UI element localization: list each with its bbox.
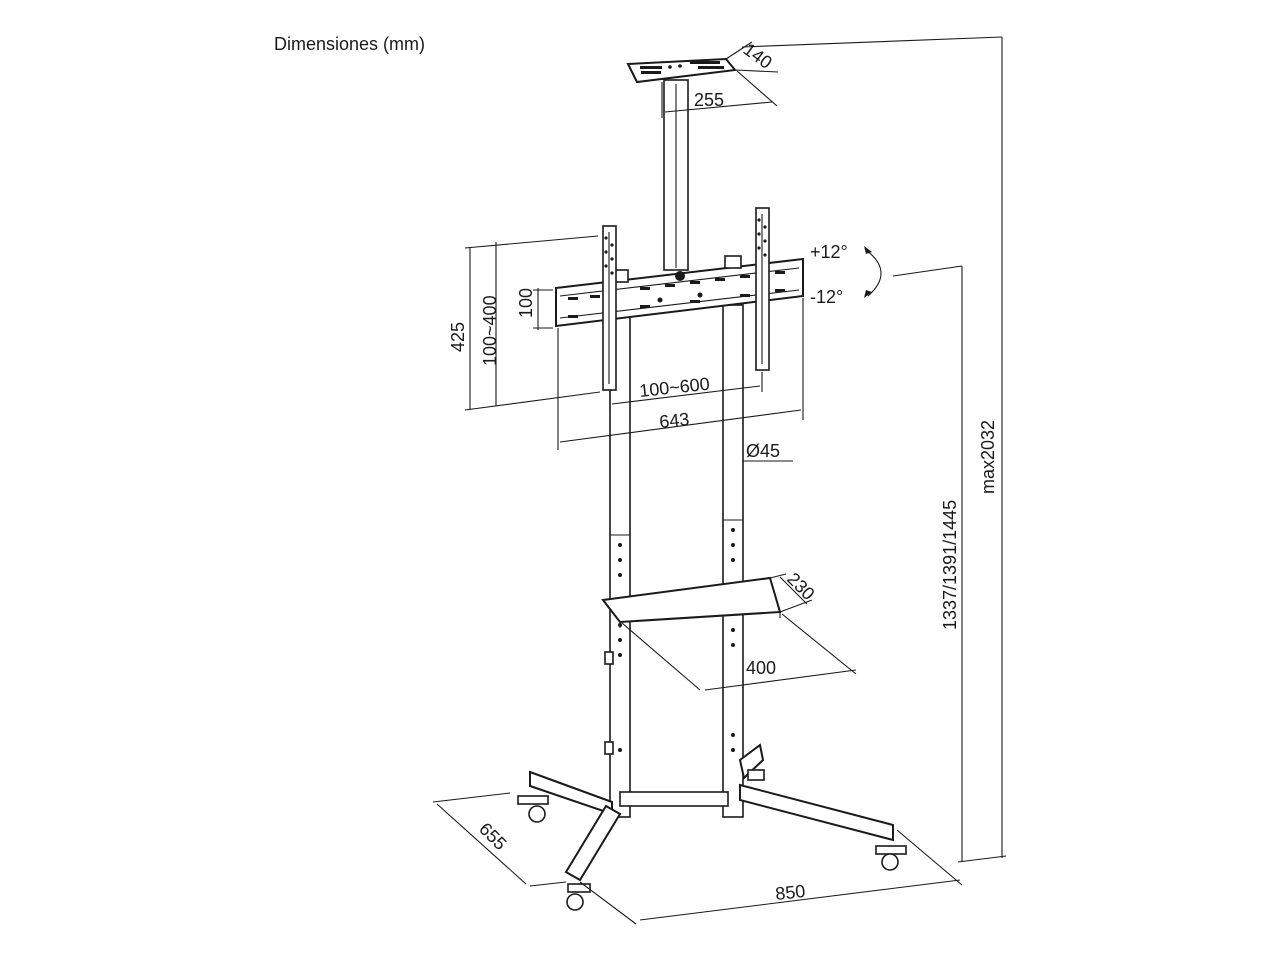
caster-wheels (517, 769, 907, 911)
vesa-vertical-min-label: 100 (516, 288, 536, 318)
tv-bracket (555, 207, 804, 391)
tilt-down-label: -12° (810, 287, 843, 307)
bracket-width-dimension-lines (557, 298, 804, 450)
pole-diameter-label: Ø45 (746, 441, 780, 461)
shelf-width-label: 400 (746, 658, 776, 678)
tray-depth-label: 140 (740, 39, 776, 73)
max-height-label: max2032 (978, 420, 998, 494)
tray-dimension-lines (661, 36, 1003, 118)
vesa-vertical-outer-label: 425 (448, 322, 468, 352)
height-dimension-lines (957, 37, 1007, 863)
tray-width-label: 255 (694, 90, 724, 110)
base-width-label: 850 (774, 881, 806, 904)
base-depth-label: 655 (475, 819, 510, 854)
tilt-up-label: +12° (810, 242, 848, 262)
base (517, 743, 907, 911)
main-poles (609, 304, 744, 818)
base-dimension-lines (432, 792, 963, 925)
tilt-indicator (864, 246, 963, 298)
shelf-depth-label: 230 (783, 569, 818, 604)
vesa-horizontal-range-label: 100~600 (638, 374, 710, 401)
vesa-vertical-range-label: 100~400 (480, 295, 500, 366)
diagram-title: Dimensiones (mm) (274, 34, 426, 54)
bracket-width-label: 643 (658, 409, 690, 432)
shelf-dimension-lines (621, 573, 857, 691)
vesa-vertical-dimension-lines (464, 235, 601, 411)
height-options-label: 1337/1391/1445 (940, 500, 960, 630)
